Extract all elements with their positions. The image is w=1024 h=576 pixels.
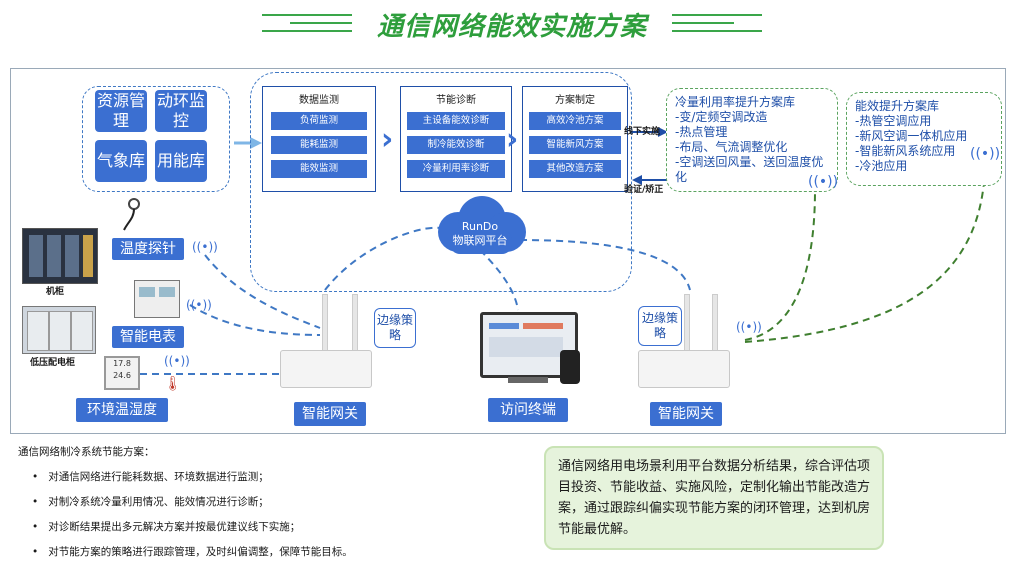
offline-implement-label: 线下实施 <box>624 127 661 137</box>
notes-item: • 对制冷系统冷量利用情况、能效情况进行诊断； <box>32 496 269 508</box>
title-deco-left-3 <box>262 30 352 32</box>
cloud-platform-label: 物联网平台 <box>452 234 508 247</box>
load-monitor-button[interactable]: 负荷监测 <box>271 112 367 130</box>
monitor-stand <box>508 377 548 383</box>
platform-container <box>250 72 632 292</box>
weather-library-button[interactable]: 气象库 <box>95 140 147 182</box>
wifi-signal-icon: ((•)) <box>164 354 190 368</box>
summary-box: 通信网络用电场景利用平台数据分析结果，综合评估项目投资、节能收益、实施风险，定制… <box>544 446 884 550</box>
resource-group <box>82 86 230 192</box>
gateway-left-label: 智能网关 <box>294 402 366 426</box>
library-item: -冷池应用 <box>855 159 908 173</box>
low-voltage-cabinet-label: 低压配电柜 <box>30 358 76 368</box>
library-item: -热点管理 <box>675 125 728 139</box>
library-item: -布局、气流调整优化 <box>675 140 788 154</box>
fresh-air-plan-button[interactable]: 智能新风方案 <box>529 136 621 154</box>
verify-correct-label: 验证/矫正 <box>624 185 664 195</box>
wifi-signal-icon: ((•)) <box>970 146 1001 162</box>
edge-strategy-right: 边缘策略 <box>638 306 682 346</box>
panel-title: 节能诊断 <box>436 95 476 106</box>
notes-item: • 对通信网络进行能耗数据、环境数据进行监测； <box>32 471 269 483</box>
other-plan-button[interactable]: 其他改造方案 <box>529 160 621 178</box>
phone-image <box>560 350 580 384</box>
env-humidity-label: 环境温湿度 <box>76 398 168 422</box>
edge-strategy-left: 边缘策略 <box>374 308 416 348</box>
cabinet-image <box>22 228 98 284</box>
panel-data-monitoring: 数据监测 负荷监测 能耗监测 能效监测 <box>262 86 376 192</box>
library-item: -热管空调应用 <box>855 114 932 128</box>
panel-title: 数据监测 <box>299 95 339 106</box>
efficiency-library: 能效提升方案库 -热管空调应用 -新风空调一体机应用 -智能新风系统应用 -冷池… <box>846 92 1002 186</box>
title-deco-left-2 <box>290 22 352 24</box>
cabinet-label: 机柜 <box>46 287 65 297</box>
wifi-signal-icon: ((•)) <box>736 320 762 334</box>
library-item: -新风空调一体机应用 <box>855 129 968 143</box>
cold-pool-plan-button[interactable]: 高效冷池方案 <box>529 112 621 130</box>
cooling-diagnosis-button[interactable]: 制冷能效诊断 <box>407 136 505 154</box>
wifi-signal-icon: ((•)) <box>808 174 839 190</box>
chevron-right-icon: › <box>381 122 394 157</box>
env-sensor-display: 17.8 24.6 <box>104 356 140 390</box>
thermometer-icon: 🌡 <box>164 376 182 392</box>
page-title: 通信网络能效实施方案 <box>376 12 647 42</box>
efficiency-monitor-button[interactable]: 能效监测 <box>271 160 367 178</box>
cloud-brand: RunDo <box>461 220 499 233</box>
cloud-icon: RunDo 物联网平台 <box>430 194 530 258</box>
energy-library-button[interactable]: 用能库 <box>155 140 207 182</box>
wifi-signal-icon: ((•)) <box>192 240 218 254</box>
smart-meter-image <box>134 280 180 318</box>
main-equipment-diagnosis-button[interactable]: 主设备能效诊断 <box>407 112 505 130</box>
env-monitor-button[interactable]: 动环监控 <box>155 90 207 132</box>
gateway-right-label: 智能网关 <box>650 402 722 426</box>
smart-meter-label: 智能电表 <box>112 326 184 348</box>
cooling-utilization-library: 冷量利用率提升方案库 -变/定频空调改造 -热点管理 -布局、气流调整优化 -空… <box>666 88 838 192</box>
wifi-signal-icon: ((•)) <box>186 298 212 312</box>
notes-item: • 对节能方案的策略进行跟踪管理，及时纠偏调整，保障节能目标。 <box>32 546 353 558</box>
title-deco-left-1 <box>262 14 352 16</box>
notes-item: • 对诊断结果提出多元解决方案并按最优建议线下实施； <box>32 521 301 533</box>
low-voltage-cabinet-image <box>22 306 96 354</box>
cooling-utilization-diagnosis-button[interactable]: 冷量利用率诊断 <box>407 160 505 178</box>
terminal-label: 访问终端 <box>488 398 568 422</box>
title-deco-right-2 <box>672 22 734 24</box>
library-item: -空调送回风量、送回温度优化 <box>675 155 824 184</box>
notes-section: 通信网络制冷系统节能方案： • 对通信网络进行能耗数据、环境数据进行监测； • … <box>18 444 518 569</box>
notes-heading: 通信网络制冷系统节能方案： <box>18 446 155 458</box>
panel-energy-diagnosis: 节能诊断 主设备能效诊断 制冷能效诊断 冷量利用率诊断 <box>400 86 512 192</box>
library-title: 冷量利用率提升方案库 <box>675 95 796 109</box>
temperature-probe-label: 温度探针 <box>112 238 184 260</box>
terminal-monitor-image <box>480 312 578 378</box>
title-deco-right-3 <box>672 30 762 32</box>
panel-plan-making: 方案制定 高效冷池方案 智能新风方案 其他改造方案 <box>522 86 628 192</box>
library-item: -变/定频空调改造 <box>675 110 768 124</box>
energy-monitor-button[interactable]: 能耗监测 <box>271 136 367 154</box>
gateway-left-image <box>280 294 372 394</box>
panel-title: 方案制定 <box>555 95 595 106</box>
resource-management-button[interactable]: 资源管理 <box>95 90 147 132</box>
library-item: -智能新风系统应用 <box>855 144 956 158</box>
gateway-right-image <box>636 294 730 394</box>
temperature-probe-image <box>120 196 150 236</box>
library-title: 能效提升方案库 <box>855 99 940 113</box>
title-deco-right-1 <box>672 14 762 16</box>
chevron-right-icon: › <box>506 122 519 157</box>
